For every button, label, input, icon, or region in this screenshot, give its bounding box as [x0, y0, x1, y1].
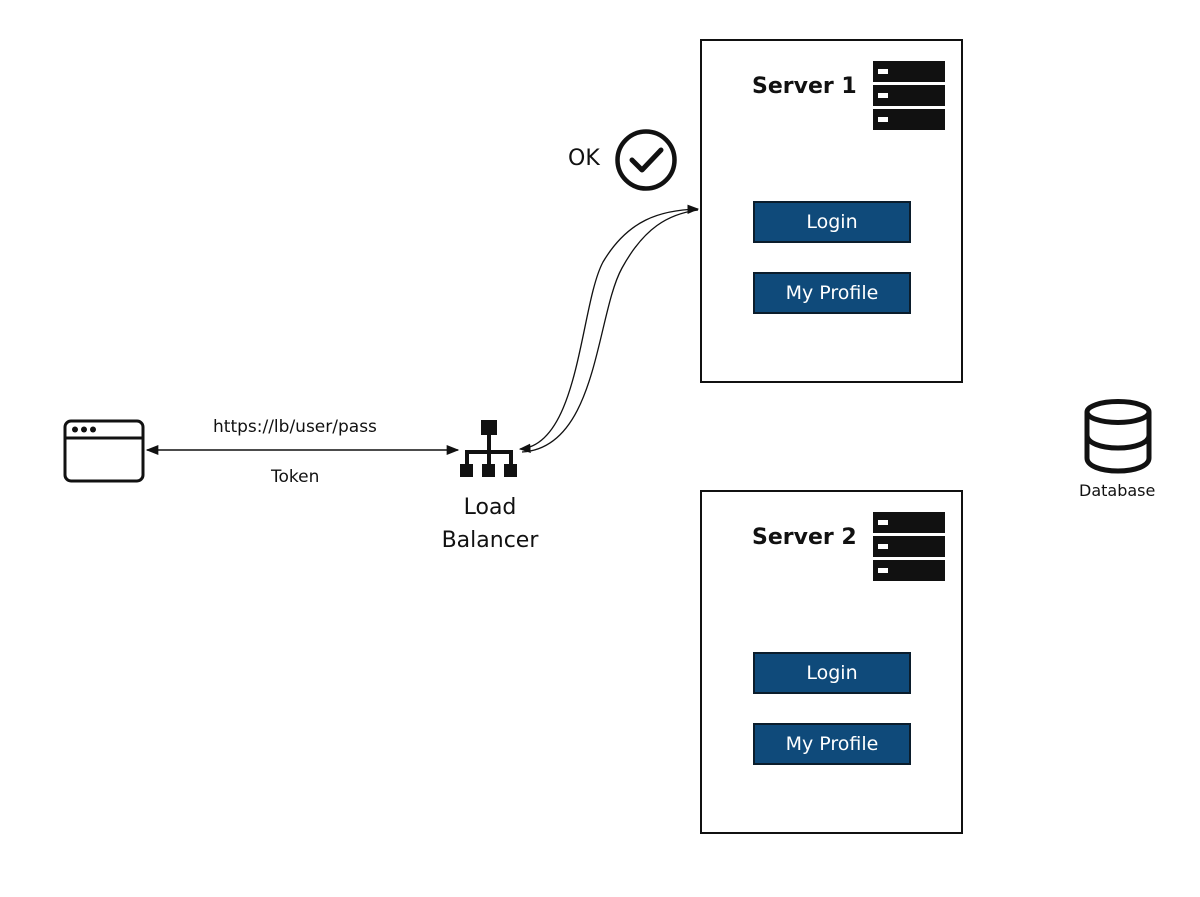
server-2-box: Server 2 Login My Profile	[700, 490, 963, 834]
server-1-login-button[interactable]: Login	[753, 201, 911, 243]
browser-window-icon	[63, 419, 145, 483]
server-1-my-profile-button[interactable]: My Profile	[753, 272, 911, 314]
server-2-title: Server 2	[752, 525, 857, 550]
check-circle-icon	[615, 129, 677, 191]
server-2-login-button[interactable]: Login	[753, 652, 911, 694]
server-1-title: Server 1	[752, 74, 857, 99]
server-2-my-profile-button[interactable]: My Profile	[753, 723, 911, 765]
database-icon	[1084, 399, 1152, 474]
lb-server1-edge-outer	[518, 204, 700, 453]
lb-server1-edge-inner	[521, 209, 699, 453]
request-label: https://lb/user/pass	[213, 417, 377, 437]
server-rack-icon	[873, 512, 945, 581]
server-rack-icon	[873, 61, 945, 130]
database-label: Database	[1079, 481, 1156, 500]
load-balancer-label: Load Balancer	[430, 491, 550, 557]
server-1-box: Server 1 Login My Profile	[700, 39, 963, 383]
network-hierarchy-icon	[460, 420, 517, 477]
load-balancer-label-line1: Load	[463, 495, 517, 520]
response-label: Token	[271, 467, 320, 487]
load-balancer-label-line2: Balancer	[441, 528, 539, 553]
ok-label: OK	[568, 146, 600, 171]
